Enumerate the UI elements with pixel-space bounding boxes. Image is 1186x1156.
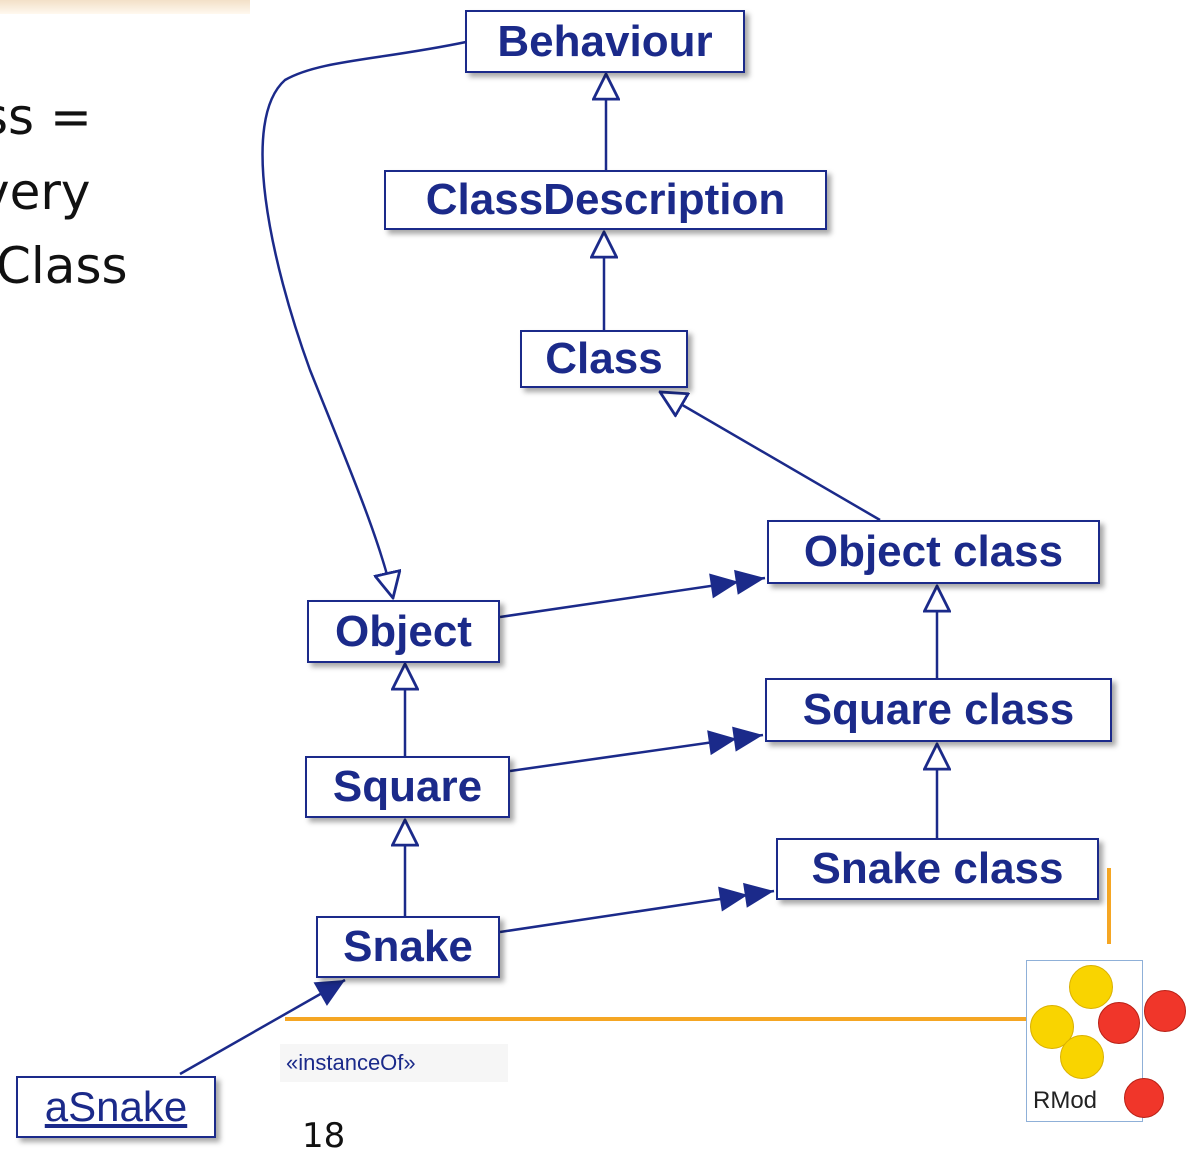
- logo-dot-yellow: [1060, 1035, 1104, 1079]
- slide-header-shadow: [0, 0, 250, 14]
- logo-dot-yellow: [1069, 965, 1113, 1009]
- edge-objectclass-class: [660, 392, 881, 522]
- node-a-snake: aSnake: [16, 1076, 216, 1138]
- instance-of-label: «instanceOf»: [280, 1044, 508, 1082]
- edge-asnake-snake: [179, 978, 346, 1076]
- logo-dot-red: [1124, 1078, 1164, 1118]
- logo-dot-red: [1144, 990, 1186, 1032]
- edge-square-squareclass: [509, 726, 764, 773]
- node-object: Object: [307, 600, 500, 663]
- logo-dot-yellow: [1030, 1005, 1074, 1049]
- slide-text-line: Class: [0, 237, 128, 295]
- node-object-class: Object class: [767, 520, 1100, 584]
- node-square-class: Square class: [765, 678, 1112, 742]
- node-class: Class: [520, 330, 688, 388]
- edge-behaviour-object: [261, 40, 467, 598]
- edge-object-objectclass: [499, 569, 766, 619]
- slide-text-line: ss =: [0, 88, 92, 146]
- node-class-description: ClassDescription: [384, 170, 827, 230]
- slide-text-line: very: [0, 163, 91, 221]
- node-square: Square: [305, 756, 510, 818]
- logo-dot-red: [1098, 1002, 1140, 1044]
- node-snake-class: Snake class: [776, 838, 1099, 900]
- page-number: 18: [302, 1116, 346, 1156]
- edge-snake-snakeclass: [499, 882, 775, 934]
- logo-text: RMod: [1033, 1087, 1098, 1114]
- node-snake: Snake: [316, 916, 500, 978]
- node-behaviour: Behaviour: [465, 10, 745, 73]
